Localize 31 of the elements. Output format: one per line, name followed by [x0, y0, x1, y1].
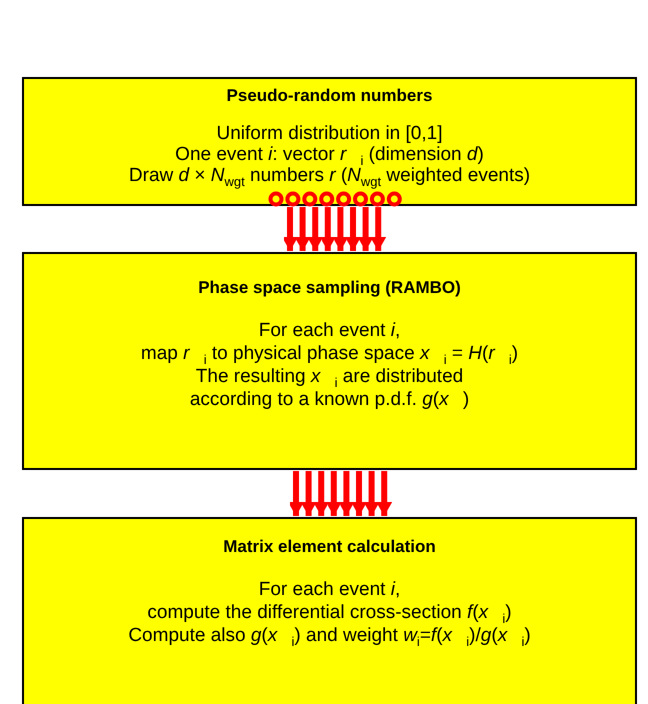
arrow [320, 207, 336, 251]
arrow [332, 207, 348, 251]
box-text: compute the differential cross-section f(x⃗$_{i}$) [146, 601, 513, 624]
box-text: The resulting x⃗$_{i}$ are distributed [194, 365, 464, 388]
arrow [307, 207, 324, 251]
arrow [313, 471, 330, 516]
arrow [358, 207, 374, 251]
arrow [351, 471, 367, 516]
arrow [338, 471, 354, 516]
arrow [294, 207, 311, 251]
box-text: Uniform distribution in [0,1] [216, 123, 444, 144]
box-heading: Pseudo-random numbers [226, 85, 434, 107]
process-box [22, 77, 637, 206]
box-heading: Matrix element calculation [222, 536, 437, 558]
box-heading: Phase space sampling (RAMBO) [197, 277, 462, 299]
arrow [345, 207, 361, 251]
arrow [300, 471, 317, 516]
box-text: map r⃗$_{i}$ to physical phase space x⃗$_{i}$ = H(r⃗$_{i}$) [140, 342, 520, 365]
arrow [364, 471, 380, 516]
box-text: Compute also g(x⃗$_{i}$) and weight w$_{i}$=f(x⃗$_{i}$)/g(x⃗$_{i}$) [127, 624, 532, 647]
arrow [370, 207, 386, 251]
process-box [22, 517, 637, 704]
arrow [376, 471, 392, 516]
arrow [288, 471, 304, 516]
box-text: For each event i, [258, 578, 402, 601]
arrow [326, 471, 342, 516]
arrow [282, 207, 298, 251]
process-box [22, 252, 637, 470]
box-text: For each event i, [258, 319, 402, 342]
box-text: according to a known p.d.f. g(x⃗) [188, 388, 470, 411]
box-text: One event i: vector r⃗$_{i}$ (dimension d) [174, 144, 484, 165]
